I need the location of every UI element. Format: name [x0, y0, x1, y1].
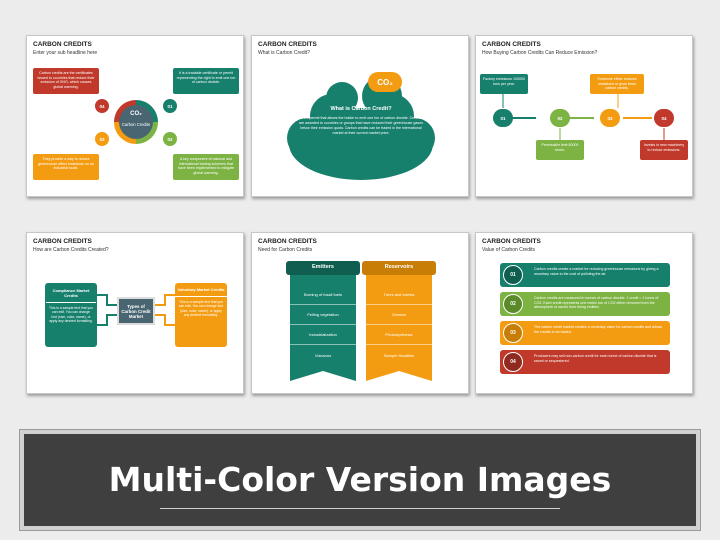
- value-text-01: Carbon credits create a market for reduc…: [534, 267, 659, 276]
- emitter-item-3: Industrialization: [290, 325, 356, 345]
- slide-subtitle: How are Carbon Credits Created?: [33, 247, 109, 253]
- slide-thumbnail-4[interactable]: CARBON CREDITS How are Carbon Credits Cr…: [26, 232, 244, 394]
- reservoir-item-4: Sample Headline: [383, 352, 415, 358]
- step-box-04: Invests in new machinery to reduce emiss…: [640, 140, 688, 160]
- slide-title: CARBON CREDITS: [258, 238, 317, 245]
- connector-lines: [97, 294, 175, 326]
- slide-title: CARBON CREDITS: [482, 238, 541, 245]
- slide-title: CARBON CREDITS: [482, 41, 541, 48]
- value-badge-03: 03: [503, 323, 523, 343]
- number-badge-03: 03: [95, 132, 109, 146]
- step-badge-01: 01: [493, 109, 513, 127]
- step-badge-03: 03: [600, 109, 620, 127]
- cloud-graphic: [287, 76, 435, 180]
- slide-thumbnail-3[interactable]: CARBON CREDITS How Buying Carbon Credits…: [475, 35, 693, 197]
- info-box-02: A key component of national and internat…: [173, 154, 239, 180]
- slide-thumbnail-6[interactable]: CARBON CREDITS Value of Carbon Credits 0…: [475, 232, 693, 394]
- emitters-header: Emitters: [311, 264, 334, 270]
- co2-hub-label: CO₂: [130, 111, 142, 117]
- slide-title: CARBON CREDITS: [33, 238, 92, 245]
- step-badge-04: 04: [654, 109, 674, 127]
- step-box-03: Someone either reduces emissions or grow…: [590, 74, 644, 94]
- cloud-heading: What is Carbon Credit?: [330, 106, 392, 112]
- emitter-item-1: Burning of fossil fuels: [290, 285, 356, 305]
- number-badge-04: 04: [95, 99, 109, 113]
- reservoirs-header: Reservoirs: [384, 264, 414, 270]
- value-row-02: 02 Carbon credits are measured in tonnes…: [500, 292, 670, 316]
- voluntary-body: This is a sample text that you can edit.…: [178, 300, 224, 318]
- slide-thumbnail-1[interactable]: CARBON CREDITS Enter your sub headline h…: [26, 35, 244, 197]
- step-box-01: Factory emissions 100000 tons per year.: [480, 74, 528, 94]
- value-text-02: Carbon credits are measured in tonnes of…: [534, 296, 659, 310]
- compliance-title: Compliance Market Credits: [46, 284, 96, 303]
- voluntary-title: Voluntary Market Credits: [175, 283, 227, 297]
- reservoir-item-2: Oceans: [366, 305, 432, 325]
- step-badge-02: 02: [550, 109, 570, 127]
- value-row-04: 04 Producers may sell non-carbon credit …: [500, 350, 670, 374]
- carbon-cycle-graphic: [114, 100, 158, 144]
- number-badge-02: 02: [163, 132, 177, 146]
- slide-subtitle: Value of Carbon Credits: [482, 247, 535, 253]
- slide-subtitle: Need for Carbon Credits: [258, 247, 313, 253]
- number-badge-01: 01: [163, 99, 177, 113]
- info-box-03: They provide a way to reduce greenhouse …: [33, 154, 99, 180]
- banner-divider: [160, 508, 560, 509]
- slide-title: CARBON CREDITS: [33, 41, 92, 48]
- reservoir-item-3: Photosynthesis: [366, 325, 432, 345]
- value-text-04: Producers may sell non-carbon credit for…: [534, 354, 657, 363]
- step-box-02: Permissible limit 80000 tones.: [536, 140, 584, 160]
- slide-title: CARBON CREDITS: [258, 41, 317, 48]
- title-banner: Multi-Color Version Images: [20, 430, 700, 530]
- compliance-box: Compliance Market Credits This is a samp…: [45, 283, 97, 347]
- value-badge-02: 02: [503, 294, 523, 314]
- co2-badge: CO₂: [368, 72, 402, 92]
- reservoir-item-1: Trees and forests: [366, 285, 432, 305]
- banner-title: Multi-Color Version Images: [108, 460, 612, 499]
- banner-shapes: [286, 261, 436, 381]
- slide-subtitle: How Buying Carbon Credits Can Reduce Emi…: [482, 50, 598, 56]
- slide-thumbnail-2[interactable]: CARBON CREDITS What is Carbon Credit? CO…: [251, 35, 469, 197]
- slide-subtitle: What is Carbon Credit?: [258, 50, 310, 56]
- info-box-01: It is a tradable certificate or permit r…: [173, 68, 239, 94]
- carbon-credits-hub-label: Carbon Credits: [121, 122, 151, 127]
- value-row-03: 03 The carbon credit market creates a mo…: [500, 321, 670, 345]
- emitter-item-2: Felling vegetation: [290, 305, 356, 325]
- cloud-body: It's a permit that allows the holder to …: [298, 116, 424, 135]
- value-row-01: 01 Carbon credits create a market for re…: [500, 263, 670, 287]
- value-badge-04: 04: [503, 352, 523, 372]
- center-market-box: Types of Carbon Credit Market: [117, 297, 155, 325]
- value-text-03: The carbon credit market creates a monet…: [534, 325, 663, 334]
- voluntary-box: Voluntary Market Credits This is a sampl…: [175, 283, 227, 347]
- info-box-04: Carbon credits are the certificates issu…: [33, 68, 99, 94]
- slide-subtitle: Enter your sub headline here: [33, 50, 98, 56]
- emitter-item-4: Volcanos: [314, 352, 332, 358]
- compliance-body: This is a sample text that you can edit.…: [49, 306, 93, 324]
- slide-thumbnail-5[interactable]: CARBON CREDITS Need for Carbon Credits E…: [251, 232, 469, 394]
- value-badge-01: 01: [503, 265, 523, 285]
